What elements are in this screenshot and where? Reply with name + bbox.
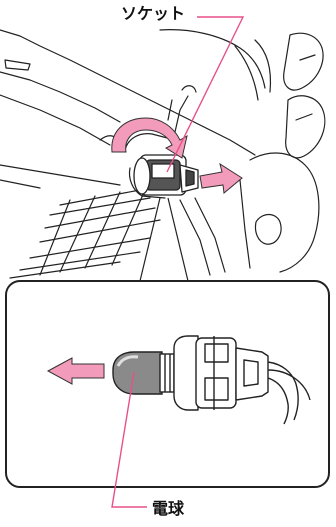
socket-label: ソケット	[121, 6, 185, 22]
pull-arrow-icon	[200, 164, 242, 193]
bulb-label: 電球	[152, 501, 184, 517]
socket-upper-art	[134, 155, 198, 195]
vehicle-housing-art	[0, 30, 325, 278]
bulb-art	[113, 352, 174, 394]
socket-leader-line	[167, 17, 243, 172]
zoom-callout-lines	[140, 198, 188, 281]
rotate-arrow-icon	[112, 118, 187, 158]
